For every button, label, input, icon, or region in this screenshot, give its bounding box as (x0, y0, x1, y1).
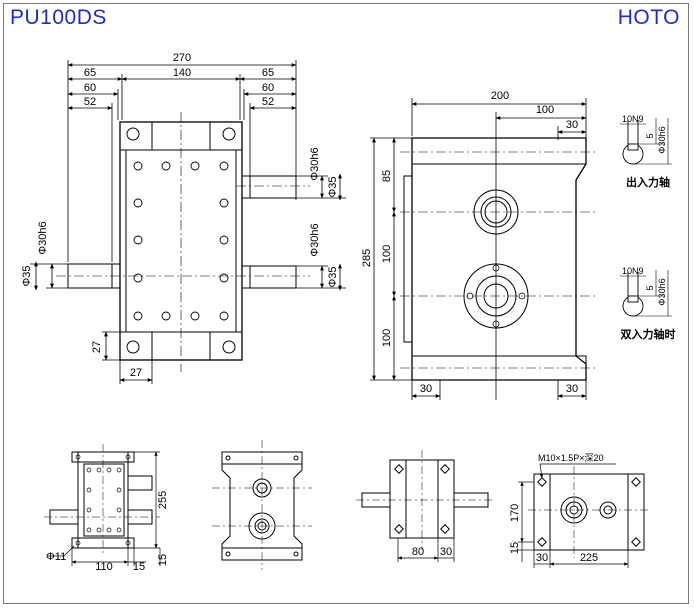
dim-85: 85 (381, 170, 393, 182)
key-detail-2 (620, 270, 672, 317)
dim-27-horizontal: 27 (130, 367, 142, 379)
bottom-view-1 (44, 444, 161, 566)
dim-65-right: 65 (262, 67, 274, 79)
key1-width: 10N9 (622, 114, 644, 124)
dim-60-right: 60 (262, 82, 274, 94)
drawing-frame (3, 3, 689, 604)
bottom-view-3 (356, 450, 494, 562)
bottom-view-1-labels: 255 Φ11 110 15 15 (46, 491, 169, 573)
key2-width: 10N9 (622, 266, 644, 276)
bottom-view-3-labels: 80 30 (412, 546, 452, 558)
dim-phi35-left: Φ35 (21, 265, 33, 286)
dim-27-vertical: 27 (91, 341, 103, 353)
brand-title: HOTO (617, 6, 680, 29)
dim-phi30h6-upper: Φ30h6 (309, 147, 321, 180)
dim-30-v3: 30 (440, 546, 452, 558)
dim-100-top: 100 (536, 104, 554, 116)
key2-caption: 双入力轴时 (621, 327, 676, 341)
key1-dia: Φ30h6 (657, 126, 667, 153)
thread-note: M10×1.5P×深20 (538, 453, 604, 463)
dim-60-left: 60 (84, 82, 96, 94)
dim-255: 255 (157, 491, 169, 509)
key-detail-2-labels: 10N9 5 Φ30h6 双入力轴时 (621, 266, 676, 341)
key-detail-1-labels: 10N9 5 Φ30h6 出入力轴 (622, 114, 670, 189)
dim-100-middle: 100 (381, 245, 393, 263)
key2-dia: Φ30h6 (657, 278, 667, 305)
dim-phi35-lower: Φ35 (327, 266, 339, 287)
model-title: PU100DS (10, 6, 107, 29)
dim-170: 170 (509, 504, 521, 522)
dim-270: 270 (173, 52, 191, 64)
key2-depth: 5 (645, 285, 655, 290)
dim-15-side: 15 (157, 554, 169, 566)
dim-100-bottom: 100 (381, 329, 393, 347)
bottom-view-4-labels: M10×1.5P×深20 170 15 30 225 (509, 453, 604, 564)
dim-140: 140 (173, 67, 191, 79)
dim-30-right: 30 (566, 383, 578, 395)
key-detail-1 (620, 118, 672, 165)
key1-caption: 出入力轴 (626, 175, 670, 189)
dim-phi30h6-lower: Φ30h6 (309, 223, 321, 256)
bottom-view-2 (212, 440, 312, 570)
dim-80: 80 (412, 546, 424, 558)
bottom-view-4 (518, 463, 650, 568)
dim-15-bottom: 15 (133, 561, 145, 573)
dim-200: 200 (491, 90, 509, 102)
dim-110: 110 (95, 561, 113, 573)
top-view-labels: 270 140 65 65 60 60 52 52 Φ30h6 Φ35 Φ30h… (21, 52, 339, 379)
side-view (370, 98, 598, 400)
dim-52-left: 52 (84, 96, 96, 108)
side-view-labels: 200 100 30 285 85 100 100 30 30 (361, 90, 578, 395)
dim-phi35-upper: Φ35 (327, 176, 339, 197)
dim-225: 225 (580, 552, 598, 564)
dim-30-top: 30 (566, 119, 578, 131)
dim-15-v4: 15 (509, 542, 521, 554)
top-view (30, 60, 346, 384)
key1-depth: 5 (645, 133, 655, 138)
dim-30-v4: 30 (536, 552, 548, 564)
dim-285: 285 (361, 249, 373, 267)
dim-65-left: 65 (84, 67, 96, 79)
dim-phi30h6-left: Φ30h6 (37, 221, 49, 254)
dim-52-right: 52 (262, 96, 274, 108)
dim-phi11: Φ11 (46, 551, 66, 563)
dim-30-left: 30 (420, 383, 432, 395)
